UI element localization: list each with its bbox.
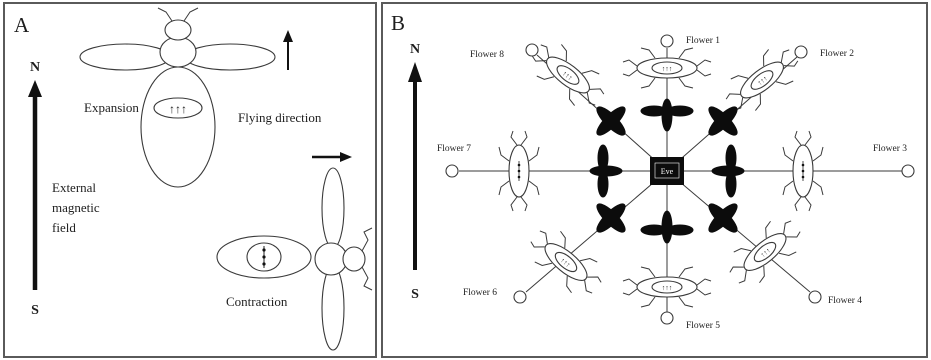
flower-4-label: Flower 4 [828,296,862,306]
flying-direction-arrow-up [283,30,293,70]
silhouette-bee-right [711,144,745,198]
hive-label: Eve [661,167,674,176]
panel-a: A N S External magnetic field ↑↑↑ Expans… [3,2,377,358]
expansion-chamber-arrows: ↑↑↑ [169,102,187,116]
flying-direction-label: Flying direction [238,110,322,125]
lower-wing [321,265,345,351]
flower-3-label: Flower 3 [873,144,907,154]
panel-b: B N S Fl [381,2,928,358]
flower-4-circle [808,290,822,304]
flying-direction-arrow-right [312,152,352,162]
thorax [314,242,348,276]
dancer-bee-flower-6: ↑↑↑ [530,230,602,294]
magnetic-field-arrow [408,62,422,270]
dancer-bee-flower-7 [498,130,540,212]
panel-b-frame [381,2,928,358]
thorax [159,36,197,68]
silhouette-bee-bottom [640,210,694,244]
silhouette-bee-top [640,98,694,132]
dancer-bee-flower-5: ↑↑↑ [622,266,712,308]
hive-bee-cluster [589,98,745,244]
field-label-line1: External [52,180,96,195]
flower-1-circle [660,34,674,48]
abdomen [140,66,216,188]
panel-a-letter: A [14,13,30,37]
silhouette-bee-bottom-left [596,203,626,233]
silhouette-bee-top-left [596,106,626,136]
dancer-bee-flower-8: ↑↑↑ [531,44,605,106]
south-label: S [31,303,39,318]
silhouette-bee-left [589,144,623,198]
dancer-bee-flower-3 [782,130,824,212]
svg-text:↑↑↑: ↑↑↑ [662,65,673,73]
left-forewing [79,43,171,71]
panel-b-letter: B [391,11,405,35]
contraction-bee [216,152,373,351]
contraction-label: Contraction [226,294,288,309]
expansion-bee: ↑↑↑ [79,7,276,188]
silhouette-bee-top-right [708,106,738,136]
flower-8-label: Flower 8 [470,50,504,60]
flower-5-circle [660,311,674,325]
head [164,19,192,41]
dancer-bee-flower-1: ↑↑↑ [622,47,712,89]
expansion-label: Expansion [84,100,139,115]
field-label-line2: magnetic [52,200,100,215]
upper-wing [321,167,345,249]
flower-markers [445,34,915,325]
flower-2-circle [794,45,808,59]
dancer-bee-flower-2: ↑↑↑ [725,49,799,111]
south-label: S [411,287,419,302]
flower-1-label: Flower 1 [686,36,720,46]
magnetic-field-arrow [28,80,42,290]
flower-8-circle [525,43,539,57]
expansion-chamber [153,97,203,119]
hive-box: Eve [650,157,684,185]
north-label: N [30,60,40,75]
antenna-lower [361,266,373,291]
contraction-dots [262,246,266,268]
antenna-right [183,7,199,22]
antenna-upper [361,227,373,252]
flower-5-label: Flower 5 [686,321,720,331]
flower-6-circle [513,290,527,304]
flower-2-label: Flower 2 [820,49,854,59]
field-label-line3: field [52,220,76,235]
flower-6-label: Flower 6 [463,288,497,298]
flower-3-circle [901,164,915,178]
silhouette-bee-bottom-right [708,203,738,233]
right-forewing [184,43,276,71]
north-label: N [410,42,420,57]
svg-text:↑↑↑: ↑↑↑ [662,284,673,292]
flower-7-label: Flower 7 [437,144,471,154]
head [342,246,366,272]
panel-a-frame [3,2,377,358]
dancer-bee-flower-4: ↑↑↑ [729,220,801,284]
flower-7-circle [445,164,459,178]
antenna-left [157,7,173,22]
